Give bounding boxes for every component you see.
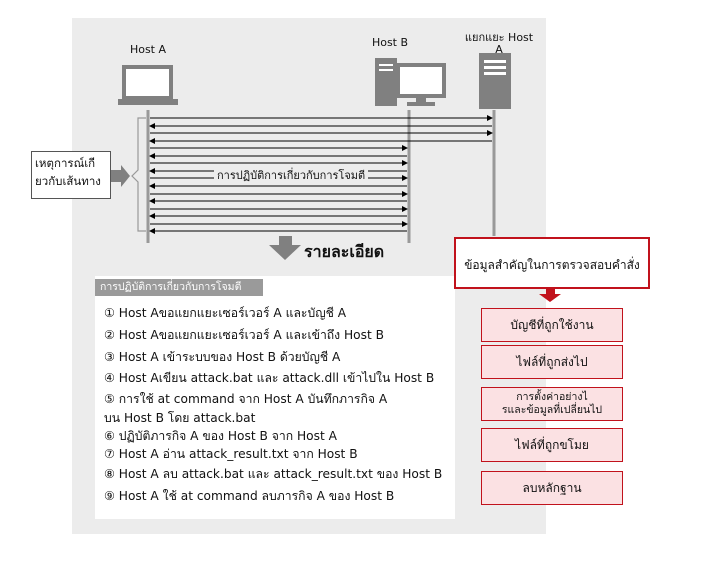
step-5: ⑤ การใช้ at command จาก Host A บันทึกภาร… bbox=[104, 392, 388, 406]
key-item-files-sent-text: ไฟล์ที่ถูกส่งไป bbox=[516, 355, 588, 369]
laptop-icon bbox=[118, 65, 178, 105]
detail-label: รายละเอียด bbox=[304, 242, 385, 261]
step-3: ③ Host A เข้าระบบของ Host B ด้วยบัญชี A bbox=[104, 350, 341, 364]
server-label: แยกแยะ Host A bbox=[455, 32, 543, 56]
key-item-settings-line1: การตั้งค่าอย่างไ bbox=[516, 391, 588, 403]
key-down-arrow-icon bbox=[539, 289, 561, 302]
host-b-label: Host B bbox=[371, 36, 409, 49]
host-a-label: Host A bbox=[129, 43, 167, 56]
detail-table bbox=[95, 276, 455, 519]
detail-down-arrow-icon bbox=[269, 236, 301, 260]
key-item-account-text: บัญชีที่ถูกใช้งาน bbox=[510, 318, 594, 332]
key-item-settings-line2: รและข้อมูลที่เปลี่ยนไป bbox=[501, 404, 603, 416]
key-item-settings: การตั้งค่าอย่างไ รและข้อมูลที่เปลี่ยนไป bbox=[481, 387, 623, 421]
event-box: เหตุการณ์เกี ยวกับเส้นทาง bbox=[31, 151, 111, 199]
step-4: ④ Host Aเขียน attack.bat และ attack.dll … bbox=[104, 371, 435, 385]
key-item-delete-evidence: ลบหลักฐาน bbox=[481, 471, 623, 505]
event-box-line1: เหตุการณ์เกี bbox=[35, 156, 96, 170]
key-item-files-stolen: ไฟล์ที่ถูกขโมย bbox=[481, 428, 623, 462]
message-arrows bbox=[149, 115, 493, 234]
key-item-files-stolen-text: ไฟล์ที่ถูกขโมย bbox=[515, 438, 589, 452]
step-1: ① Host Aขอแยกแยะเซอร์เวอร์ A และบัญชี A bbox=[104, 306, 347, 320]
desktop-pc-icon bbox=[375, 58, 446, 106]
server-icon bbox=[479, 53, 511, 109]
key-item-account: บัญชีที่ถูกใช้งาน bbox=[481, 308, 623, 342]
server-label-line1: แยกแยะ Host bbox=[464, 31, 534, 44]
event-box-line2: ยวกับเส้นทาง bbox=[35, 174, 101, 188]
step-5-cont: บน Host B โดย attack.bat bbox=[104, 411, 256, 425]
step-6: ⑥ ปฏิบัติภารกิจ A ของ Host B จาก Host A bbox=[104, 429, 337, 443]
detail-title: การปฏิบัติการเกี่ยวกับการโจมตี bbox=[95, 279, 263, 296]
key-item-delete-evidence-text: ลบหลักฐาน bbox=[522, 481, 582, 495]
event-arrow-icon bbox=[111, 165, 130, 187]
step-2: ② Host Aขอแยกแยะเซอร์เวอร์ A และเข้าถึง … bbox=[104, 328, 384, 342]
operations-label: การปฏิบัติการเกี่ยวกับการโจมตี bbox=[214, 166, 369, 184]
key-item-files-sent: ไฟล์ที่ถูกส่งไป bbox=[481, 345, 623, 379]
step-7: ⑦ Host A อ่าน attack_result.txt จาก Host… bbox=[104, 447, 358, 461]
step-8: ⑧ Host A ลบ attack.bat และ attack_result… bbox=[104, 467, 443, 481]
event-brace bbox=[131, 117, 146, 232]
server-label-line2: A bbox=[495, 43, 503, 56]
key-info-title: ข้อมูลสำคัญในการตรวจสอบคำสั่ง bbox=[454, 237, 650, 289]
step-9: ⑨ Host A ใช้ at command ลบภารกิจ A ของ H… bbox=[104, 489, 395, 503]
